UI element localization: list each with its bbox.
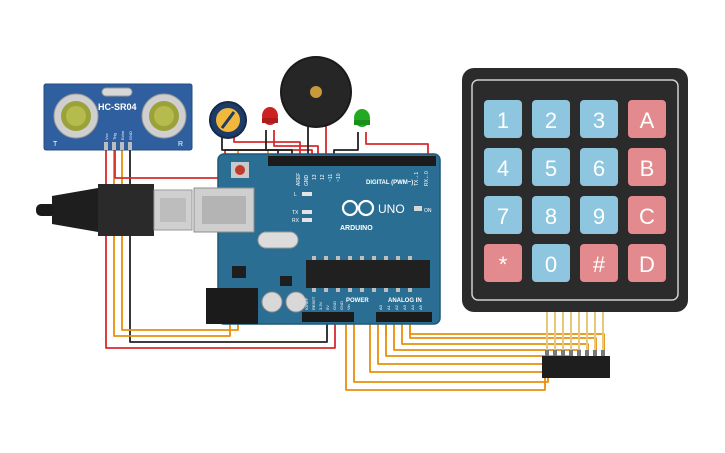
wire-pot-2 (233, 135, 301, 160)
svg-text:8: 8 (545, 204, 557, 229)
wire-led-red-2 (273, 130, 319, 160)
pin-12-label: 12 (320, 174, 326, 180)
key-hash[interactable]: # (580, 244, 618, 282)
led-red (262, 107, 278, 125)
power-pin-ioref: IOREF (304, 297, 309, 310)
on-label: ON (424, 208, 432, 214)
keypad-connector (542, 350, 610, 378)
power-header-label: POWER (346, 298, 369, 304)
svg-text:3: 3 (593, 108, 605, 133)
crystal (257, 231, 299, 249)
piezo-buzzer (280, 56, 352, 128)
svg-text:A: A (640, 108, 655, 133)
power-pin-gnd2: GND (339, 301, 344, 310)
key-8[interactable]: 8 (532, 196, 570, 234)
usb-cable (36, 184, 193, 236)
l-label: L (294, 192, 297, 198)
pin-gnd-label: GND (304, 175, 310, 187)
svg-text:*: * (499, 252, 508, 277)
power-header-strip (302, 312, 354, 322)
power-pin-vin: Vin (346, 304, 351, 310)
sensor-corner-t: T (53, 141, 58, 148)
sensor-model-label: HC-SR04 (98, 102, 137, 112)
key-d[interactable]: D (628, 244, 666, 282)
pin-10-label: ~10 (336, 173, 342, 182)
key-2[interactable]: 2 (532, 100, 570, 138)
key-7[interactable]: 7 (484, 196, 522, 234)
rx-label: RX (292, 218, 300, 224)
svg-text:7: 7 (497, 204, 509, 229)
key-0[interactable]: 0 (532, 244, 570, 282)
digital-header-label: DIGITAL (PWM~) (366, 180, 413, 186)
wire-sensor-gnd (129, 148, 328, 343)
capacitor-2 (285, 291, 307, 313)
potentiometer (209, 101, 247, 139)
svg-text:C: C (639, 204, 655, 229)
analog-pin-a4: A4 (410, 304, 415, 310)
analog-pin-a3: A3 (402, 304, 407, 310)
key-6[interactable]: 6 (580, 148, 618, 186)
sensor-pin-echo: Echo (120, 130, 125, 140)
power-pin-reset: RESET (311, 296, 316, 310)
arduino-uno-board: ARDUINO UNO DIGITAL (PWM~) POWER ANALOG … (193, 153, 441, 325)
svg-text:5: 5 (545, 156, 557, 181)
analog-pin-a1: A1 (386, 304, 391, 310)
wire-led-green-2 (365, 132, 429, 160)
power-pin-gnd1: GND (332, 301, 337, 310)
pin-13-label: 13 (312, 174, 318, 180)
capacitor-1 (261, 291, 283, 313)
led-green (354, 109, 370, 127)
key-3[interactable]: 3 (580, 100, 618, 138)
ultrasonic-sensor: HC-SR04 T R Vcc Trig Echo GND (43, 83, 193, 151)
arduino-logo (341, 199, 375, 217)
svg-text:D: D (639, 252, 655, 277)
arduino-model-label: UNO (378, 202, 405, 216)
analog-pin-a0: A0 (378, 304, 383, 310)
key-1[interactable]: 1 (484, 100, 522, 138)
microcontroller-chip (306, 260, 430, 288)
key-star[interactable]: * (484, 244, 522, 282)
svg-text:9: 9 (593, 204, 605, 229)
svg-text:0: 0 (545, 252, 557, 277)
power-pin-3v3: 3.3V (318, 301, 323, 310)
arduino-brand-label: ARDUINO (340, 225, 373, 232)
pin-11-label: ~11 (328, 174, 334, 182)
analog-pin-a2: A2 (394, 304, 399, 310)
analog-header-strip (376, 312, 432, 322)
power-pin-5v: 5V (325, 305, 330, 310)
svg-text:4: 4 (497, 156, 509, 181)
svg-text:6: 6 (593, 156, 605, 181)
key-c[interactable]: C (628, 196, 666, 234)
sensor-pin-trig: Trig (112, 133, 117, 140)
key-a[interactable]: A (628, 100, 666, 138)
sensor-corner-r: R (178, 141, 183, 148)
svg-text:B: B (640, 156, 655, 181)
pin-tx1-label: TX→1 (414, 172, 420, 186)
analog-pin-a5: A5 (418, 304, 423, 310)
analog-header-label: ANALOG IN (388, 298, 422, 304)
digital-header (268, 156, 436, 166)
key-4[interactable]: 4 (484, 148, 522, 186)
power-jack (206, 288, 258, 324)
key-b[interactable]: B (628, 148, 666, 186)
svg-text:2: 2 (545, 108, 557, 133)
sensor-pin-gnd: GND (128, 131, 133, 140)
keypad-ribbon (546, 310, 604, 352)
pin-rx0-label: RX←0 (424, 171, 430, 186)
key-5[interactable]: 5 (532, 148, 570, 186)
wire-sensor-vcc (105, 148, 336, 349)
svg-text:#: # (593, 252, 606, 277)
svg-text:1: 1 (497, 108, 509, 133)
sensor-pin-vcc: Vcc (104, 133, 109, 140)
tx-label: TX (292, 210, 299, 216)
pin-aref-label: AREF (296, 173, 302, 186)
key-9[interactable]: 9 (580, 196, 618, 234)
keypad: 1 2 3 A 4 5 6 B 7 8 9 C * 0 (462, 68, 688, 312)
